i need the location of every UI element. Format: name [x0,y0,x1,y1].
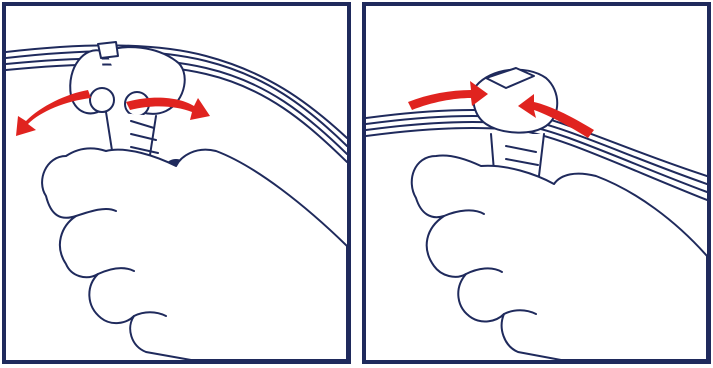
hand-outline [412,155,707,360]
arrow-left-outward [16,90,91,136]
hand-outline [42,148,347,360]
step-2-illustration [366,6,707,360]
step-1-panel [2,2,351,364]
step-2-panel [362,2,711,364]
step-1-illustration [6,6,347,360]
